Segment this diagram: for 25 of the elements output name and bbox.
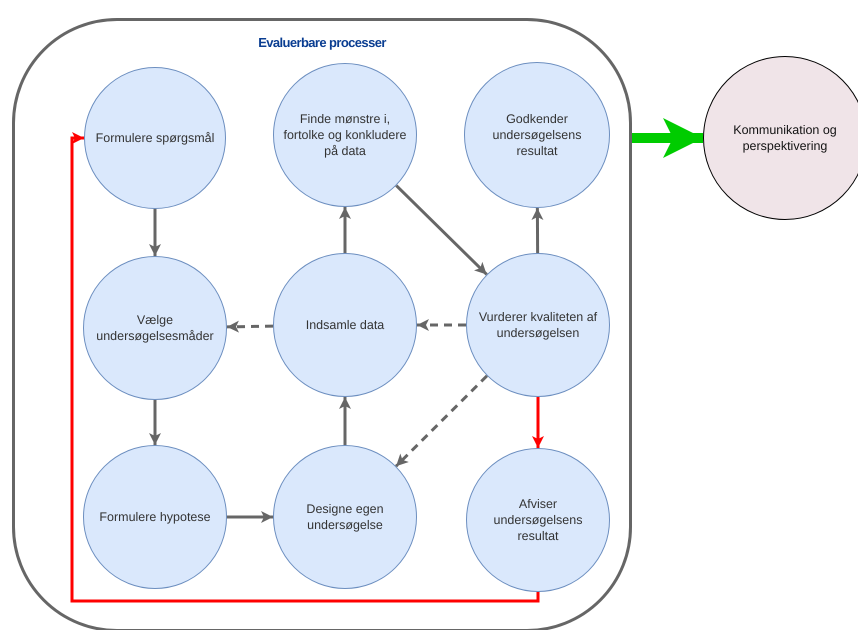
arrow [226,320,274,333]
node-label: Formulere spørgsmål [96,130,214,146]
node-label: Vælge undersøgelsesmåder [95,312,215,344]
arrow [531,208,544,253]
node-label: Kommunikation og perspektivering [732,122,838,154]
arrow [394,374,488,468]
group-frame [12,18,632,630]
node-label: Godkender undersøgelsens resultat [492,111,582,159]
node-label: Finde mønstre i, fortolke og konkludere på data [282,111,408,159]
arrow [149,400,161,445]
arrow [70,132,540,602]
arrow [339,207,351,253]
node-label: Designe egen undersøgelse [305,501,385,533]
node-label: Afviser undersøgelsens resultat [492,496,584,544]
node-label: Indsamle data [306,317,384,333]
arrow [149,209,161,256]
node-label: Formulere hypotese [99,509,211,525]
arrow [227,511,273,523]
arrow [632,118,703,158]
arrow [532,397,544,448]
arrow [395,184,488,276]
node-label: Vurderer kvaliteten af undersøgelsen [478,309,598,341]
arrow [417,319,466,331]
arrow [339,397,351,445]
group-title: Evaluerbare processer [257,35,388,50]
